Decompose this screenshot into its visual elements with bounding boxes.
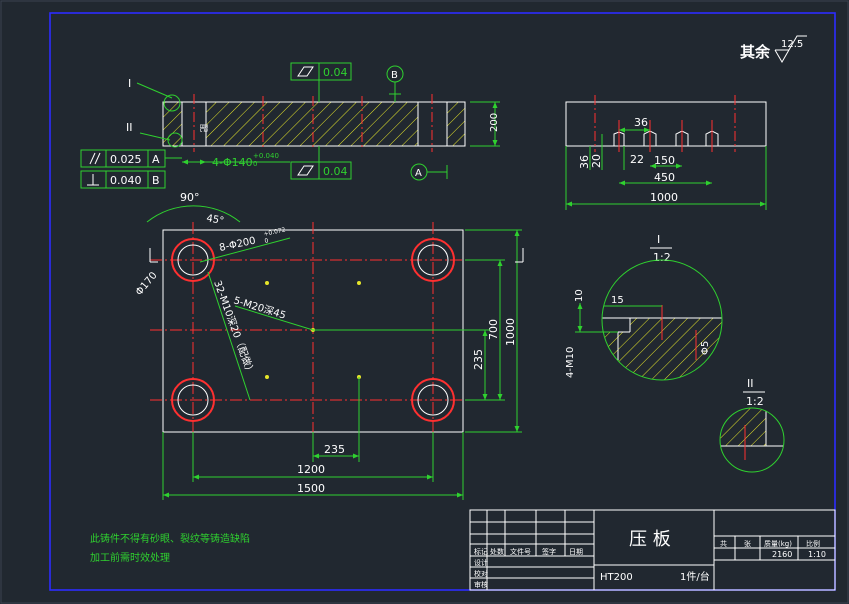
- roughness-label: 其余: [740, 43, 771, 61]
- dim-235-vertical: 235: [472, 349, 485, 370]
- hole-bl: [171, 378, 215, 422]
- side-dim-150: 150: [654, 154, 675, 167]
- note-line-2: 加工前需时效处理: [90, 551, 170, 564]
- detail-i-m10: 4-M10: [565, 347, 576, 378]
- side-dim-22: 22: [630, 153, 644, 166]
- dim-1500: 1500: [297, 482, 325, 495]
- flatness-bottom: 0.04: [323, 165, 348, 178]
- svg-text:0.025: 0.025: [110, 153, 142, 166]
- front-section-view: 配 200 0.04 B 0.04 A I II: [80, 62, 500, 189]
- m10-label: 32-M10深20（配做）: [211, 279, 258, 378]
- dim-200: 200: [489, 113, 500, 132]
- phi170-label: Φ170: [134, 270, 160, 298]
- detail-i-phi5: Φ5: [700, 341, 711, 355]
- detail-i: I 1:2 10 15 4-M10 Φ5: [565, 233, 723, 381]
- hole-tr: [411, 238, 455, 282]
- svg-text:签字: 签字: [542, 547, 556, 556]
- holes-4-phi140: 4-Φ140: [212, 156, 253, 169]
- quantity: 1件/台: [680, 570, 710, 583]
- svg-text:校对: 校对: [474, 569, 488, 578]
- scale: 1:10: [808, 550, 826, 559]
- side-dim-36-top: 36: [634, 116, 648, 129]
- detail-i-dim-15: 15: [611, 295, 624, 306]
- svg-text:文件号: 文件号: [510, 547, 531, 556]
- svg-text:设计: 设计: [474, 558, 488, 567]
- ring-label: 8-Φ200: [218, 235, 256, 253]
- detail-ii: II 1:2: [719, 377, 785, 473]
- dim-1000-vertical: 1000: [504, 318, 517, 346]
- svg-text:比例: 比例: [806, 539, 820, 548]
- datum-b: B: [391, 70, 398, 81]
- svg-text:B: B: [152, 174, 160, 187]
- drawing-border: [49, 12, 836, 591]
- flatness-top: 0.04: [323, 66, 348, 79]
- datum-a: A: [415, 168, 422, 179]
- svg-text:审核: 审核: [474, 580, 488, 589]
- roughness-symbol: 其余 12.5: [740, 35, 807, 63]
- weight: 2160: [772, 550, 792, 559]
- side-dim-20: 20: [590, 154, 603, 168]
- dim-235-horizontal: 235: [324, 443, 345, 456]
- section-mark-ii: II: [126, 121, 133, 134]
- angle-90: 90°: [180, 191, 200, 204]
- dim-700: 700: [487, 319, 500, 340]
- svg-text:0.040: 0.040: [110, 174, 142, 187]
- part-name: 压 板: [629, 529, 671, 550]
- svg-text:0: 0: [253, 160, 257, 168]
- title-block-text: 标记 处数 文件号 签字 日期 设计 校对 审核 压 板 HT200 1件/台 …: [474, 529, 826, 589]
- svg-text:处数: 处数: [490, 547, 504, 556]
- svg-text:+0.072: +0.072: [263, 226, 286, 238]
- plan-view: 90° 45° 8-Φ200 +0.072 0 Φ170 32-M10深20（配…: [134, 191, 524, 500]
- material: HT200: [600, 572, 633, 583]
- svg-text:质量(kg): 质量(kg): [764, 539, 792, 548]
- hole-br: [411, 378, 455, 422]
- perpendicularity-frame: 0.040 B: [80, 170, 166, 189]
- svg-text:张: 张: [744, 539, 751, 548]
- svg-text:+0.040: +0.040: [253, 152, 279, 160]
- title-block: [469, 509, 836, 591]
- svg-text:0: 0: [264, 237, 269, 245]
- side-dim-450: 450: [654, 171, 675, 184]
- side-dim-36: 36: [578, 155, 591, 169]
- detail-ii-label: II: [747, 377, 754, 390]
- side-dim-1000: 1000: [650, 191, 678, 204]
- angle-45: 45°: [205, 213, 224, 227]
- m20-label: 5-M20深45: [232, 294, 287, 321]
- section-mark-i: I: [128, 77, 131, 90]
- svg-text:配: 配: [199, 124, 208, 132]
- detail-ii-scale: 1:2: [746, 395, 764, 408]
- svg-text:日期: 日期: [569, 548, 583, 556]
- side-view: 36 36 20 22 150 450 1000: [565, 95, 767, 210]
- dim-1200: 1200: [297, 463, 325, 476]
- detail-i-scale: 1:2: [653, 251, 671, 264]
- svg-text:标记: 标记: [474, 547, 488, 556]
- parallelism-frame: 0.025 A: [80, 149, 182, 168]
- detail-i-label: I: [657, 233, 660, 246]
- svg-text:A: A: [152, 153, 160, 166]
- svg-text:共: 共: [720, 539, 727, 548]
- note-line-1: 此铸件不得有砂眼、裂纹等铸造缺陷: [90, 532, 250, 545]
- roughness-value: 12.5: [781, 39, 803, 50]
- detail-i-dim-10: 10: [574, 289, 585, 302]
